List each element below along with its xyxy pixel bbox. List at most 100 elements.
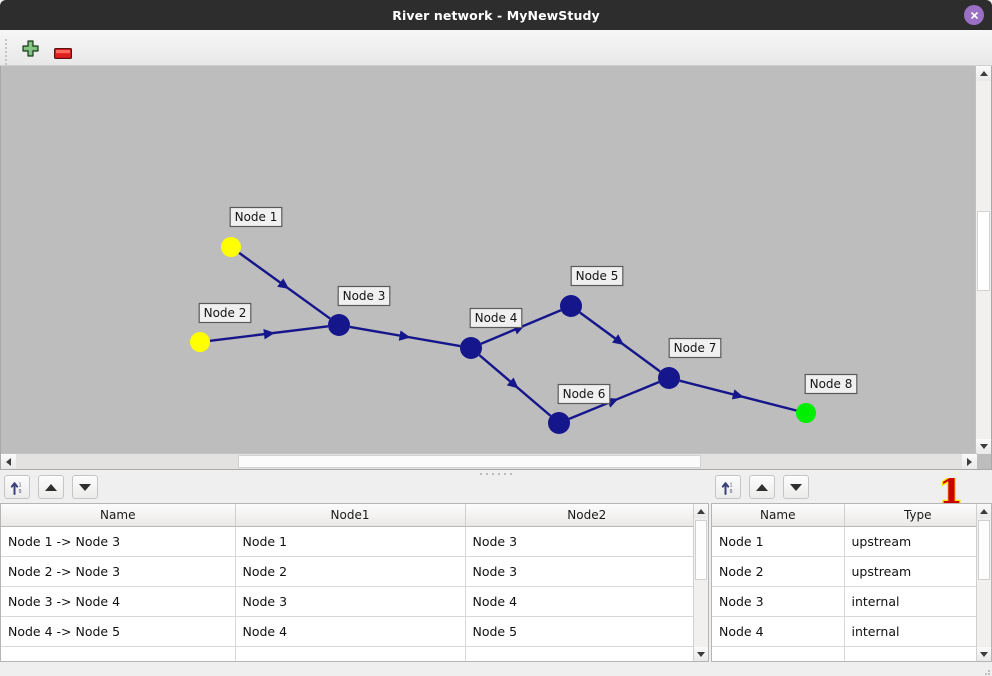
graph-node-node-6[interactable] [548, 412, 570, 434]
window-resize-grip[interactable] [982, 667, 990, 675]
graph-node-node-8[interactable] [796, 403, 816, 423]
scroll-down-button[interactable] [976, 439, 991, 454]
table-cell[interactable]: Node 3 [712, 586, 845, 617]
graph-node-label-text: Node 7 [674, 341, 717, 355]
links-scrollbar-thumb[interactable] [695, 520, 707, 580]
links-sort-ascending-icon[interactable]: 1 9 [4, 475, 30, 499]
table-cell[interactable]: Node 1 [235, 526, 466, 557]
table-cell[interactable]: Node 1 -> Node 3 [1, 526, 236, 557]
canvas-vertical-scrollbar[interactable] [975, 66, 991, 454]
chevron-down-icon [980, 651, 988, 657]
links-move-up-button[interactable] [38, 475, 64, 499]
column-header-name[interactable]: Name [1, 504, 236, 527]
move-down-icon [790, 483, 802, 491]
table-cell[interactable] [1, 646, 236, 661]
table-cell[interactable]: upstream [844, 556, 991, 587]
graph-edge-arrowhead [612, 334, 625, 345]
nodes-table-scrollbar[interactable] [976, 504, 991, 661]
toolbar-drag-handle[interactable] [4, 38, 9, 85]
graph-edge-arrowhead [263, 329, 275, 340]
canvas-horizontal-scrollbar[interactable] [1, 453, 977, 469]
nodes-scrollbar-thumb[interactable] [978, 520, 990, 580]
table-cell[interactable] [844, 646, 991, 661]
nodes-scroll-up-button[interactable] [977, 504, 991, 518]
links-move-down-button[interactable] [72, 475, 98, 499]
nodes-sort-ascending-icon[interactable]: 1 9 [715, 475, 741, 499]
table-cell[interactable]: Node 2 [712, 556, 845, 587]
graph-node-node-5[interactable] [560, 295, 582, 317]
horizontal-splitter[interactable] [0, 470, 992, 478]
graph-node-label-box [668, 337, 722, 359]
scroll-up-button[interactable] [976, 66, 991, 81]
table-cell[interactable]: Node 3 -> Node 4 [1, 586, 236, 617]
graph-node-label-node-6[interactable]: Node 6 [557, 383, 611, 405]
links-scroll-up-button[interactable] [694, 504, 708, 518]
links-table-scrollbar[interactable] [693, 504, 708, 661]
graph-node-label-node-1[interactable]: Node 1 [229, 206, 283, 228]
table-cell[interactable]: internal [844, 586, 991, 617]
table-cell[interactable] [465, 646, 708, 661]
graph-node-node-4[interactable] [460, 337, 482, 359]
graph-node-node-2[interactable] [190, 332, 210, 352]
graph-node-node-7[interactable] [658, 367, 680, 389]
scroll-right-button[interactable] [962, 454, 977, 469]
table-cell[interactable] [712, 646, 845, 661]
table-cell[interactable]: Node 3 [465, 556, 708, 587]
table-cell[interactable]: upstream [844, 526, 991, 557]
graph-node-label-node-7[interactable]: Node 7 [668, 337, 722, 359]
column-header-type[interactable]: Type [844, 504, 991, 527]
svg-text:1: 1 [19, 482, 22, 488]
table-cell[interactable]: Node 3 [465, 526, 708, 557]
table-cell[interactable]: Node 2 -> Node 3 [1, 556, 236, 587]
table-cell[interactable]: Node 5 [465, 616, 708, 647]
column-header-node1[interactable]: Node1 [235, 504, 466, 527]
graph-node-node-3[interactable] [328, 314, 350, 336]
main-toolbar [0, 30, 992, 85]
table-cell[interactable] [235, 646, 466, 661]
graph-node-label-node-5[interactable]: Node 5 [570, 265, 624, 287]
graph-node-node-1[interactable] [221, 237, 241, 257]
scroll-left-button[interactable] [1, 454, 16, 469]
table-cell[interactable]: Node 2 [235, 556, 466, 587]
close-icon[interactable] [964, 5, 984, 25]
table-cell[interactable]: Node 3 [235, 586, 466, 617]
graph-node-label-box [229, 206, 283, 228]
add-plus-icon[interactable] [22, 40, 39, 57]
graph-node-label-node-4[interactable]: Node 4 [469, 307, 523, 329]
table-cell[interactable]: Node 4 [712, 616, 845, 647]
table-cell[interactable]: Node 1 [712, 526, 845, 557]
table-cell[interactable]: Node 4 -> Node 5 [1, 616, 236, 647]
horizontal-scrollbar-thumb[interactable] [238, 455, 701, 468]
vertical-scrollbar-thumb[interactable] [977, 211, 990, 291]
river-network-diagram[interactable]: Node 1 Node 2 Node 3 Node 4 Node 5 Node 6 Node… [1, 66, 977, 454]
column-header-name[interactable]: Name [712, 504, 845, 527]
nodes-move-up-button[interactable] [749, 475, 775, 499]
delete-minus-icon[interactable] [54, 44, 72, 60]
table-row-empty[interactable] [712, 646, 991, 661]
table-cell[interactable]: internal [844, 616, 991, 647]
column-header-node2[interactable]: Node2 [465, 504, 708, 527]
nodes-scroll-down-button[interactable] [977, 647, 991, 661]
graph-node-label-node-2[interactable]: Node 2 [198, 302, 252, 324]
table-cell[interactable]: Node 4 [465, 586, 708, 617]
table-row-empty[interactable] [1, 646, 708, 661]
links-scroll-down-button[interactable] [694, 647, 708, 661]
nodes-move-down-button[interactable] [783, 475, 809, 499]
graph-node-label-node-3[interactable]: Node 3 [337, 285, 391, 307]
graph-node-label-node-8[interactable]: Node 8 [804, 373, 858, 395]
graph-svg: Node 1 Node 2 Node 3 Node 4 Node 5 Node 6 Node… [190, 206, 858, 434]
table-cell[interactable]: Node 4 [235, 616, 466, 647]
